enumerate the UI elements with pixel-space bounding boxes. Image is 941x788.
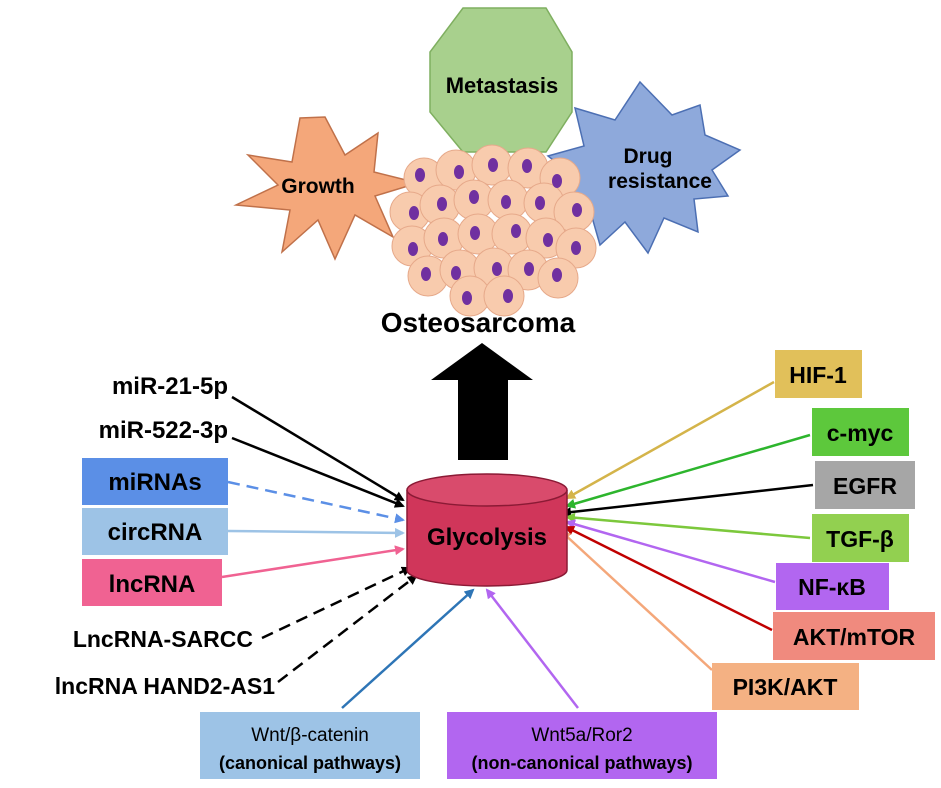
cell-nucleus [501,195,511,209]
cell-nucleus [511,224,521,238]
growth-starburst [233,116,421,261]
wnt-canonical-label-line2: (canonical pathways) [219,753,401,773]
glycolysis-cylinder [406,473,568,587]
cell-nucleus [408,242,418,256]
cell-nucleus [421,267,431,281]
cell-nucleus [438,232,448,246]
cell-nucleus [571,241,581,255]
wnt-canonical-label-line1: Wnt/β-catenin [251,725,369,746]
tgfb-label: TGF-β [826,526,894,552]
mir522-label: miR-522-3p [99,417,228,444]
circrna-box [82,508,228,555]
lncrna-label: lncRNA [109,571,196,598]
cell-nucleus [524,262,534,276]
egfr-label: EGFR [833,473,897,499]
arrow-mir522 [231,436,405,508]
hand2-label: lncRNA HAND2-AS1 [55,673,275,699]
cell-nucleus [535,196,545,210]
cell-nucleus [469,190,479,204]
hif1-box [775,350,862,398]
circrna-label: circRNA [108,519,203,546]
tgfb-box [812,514,909,562]
arrow-cmyc [565,433,811,509]
cell-nucleus [552,174,562,188]
mir21-label: miR-21-5p [112,373,228,400]
drug-resistance-starburst [546,80,742,255]
hif1-label: HIF-1 [789,362,847,388]
mirnas-label: miRNAs [108,469,201,496]
metastasis-octagon [429,7,573,153]
arrow-wnt-canonical [341,588,475,709]
mirnas-box [82,458,228,505]
upward-arrow [431,343,533,460]
cell-nucleus [454,165,464,179]
wnt-canonical-box [200,712,420,779]
arrow-hand2 [277,574,418,683]
cell-nucleus [437,197,447,211]
arrow-egfr [561,483,814,518]
arrow-mir21 [231,395,405,502]
pi3kakt-box [712,663,859,710]
cell-nucleus [409,206,419,220]
arrow-lncrna [221,545,405,579]
arrow-pi3kakt [560,530,713,671]
cell-nucleus [415,168,425,182]
growth-label: Growth [281,175,355,198]
wnt5a-label-line2: (non-canonical pathways) [471,753,692,773]
arrow-hif1 [565,380,775,500]
cmyc-label: c-myc [827,420,894,446]
cell-nucleus [462,291,472,305]
cell-nucleus [488,158,498,172]
arrow-mirnas [227,480,405,524]
arrow-tgfb [565,512,811,540]
egfr-box [815,461,915,509]
arrow-wnt5a [485,588,579,709]
cell-nucleus [470,226,480,240]
cell-nucleus [552,268,562,282]
cell-nucleus [492,262,502,276]
arrow-nfkb [565,519,776,584]
osteosarcoma-title: Osteosarcoma [381,307,576,338]
wnt5a-label-line1: Wnt5a/Ror2 [531,725,632,746]
cell-nucleus [543,233,553,247]
nfkb-label: NF-κB [798,574,866,600]
cell-nucleus [572,203,582,217]
aktmtor-label: AKT/mTOR [793,624,916,650]
lncrna-box [82,559,222,606]
cell-nucleus [451,266,461,280]
sarcc-label: LncRNA-SARCC [73,626,253,652]
pi3kakt-label: PI3K/AKT [733,674,838,700]
cell-nucleus [503,289,513,303]
glycolysis-label: Glycolysis [427,524,547,551]
cmyc-box [812,408,909,456]
arrow-circrna [227,527,405,538]
nfkb-box [776,563,889,610]
arrow-aktmtor [564,525,773,632]
cell-nucleus [522,159,532,173]
wnt5a-box [447,712,717,779]
drug-resistance-label-line2: resistance [608,170,712,193]
metastasis-label: Metastasis [446,73,559,98]
aktmtor-box [773,612,935,660]
arrow-sarcc [261,566,412,640]
tumor-cell-cluster [389,144,597,317]
drug-resistance-label-line1: Drug [624,145,673,168]
